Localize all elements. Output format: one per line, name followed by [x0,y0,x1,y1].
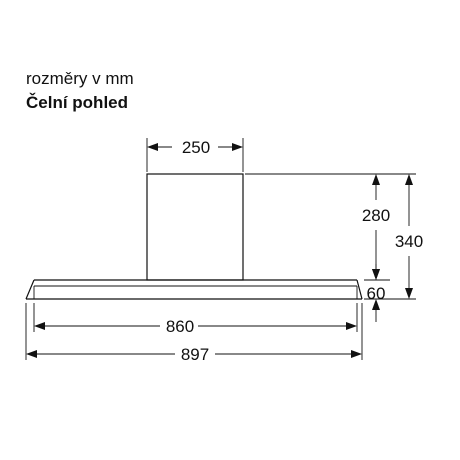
total-height-label: 340 [395,232,423,251]
view-title: Čelní pohled [26,93,128,112]
total-width-label: 897 [181,345,209,364]
hood-body [25,279,363,300]
chimney-width-label: 250 [182,138,210,157]
dim-chimney-width: 250 [147,138,243,157]
units-label: rozměry v mm [26,69,134,88]
chimney-outline [146,173,244,281]
dim-total-width: 897 [26,345,362,364]
dim-total-height: 340 [395,174,423,299]
dim-chimney-height: 280 [362,174,390,280]
hood-width-label: 860 [166,317,194,336]
dim-hood-width: 860 [34,317,357,336]
chimney-height-label: 280 [362,206,390,225]
hood-height-label: 60 [367,284,386,303]
dim-hood-height: 60 [367,264,386,322]
extension-lines [25,138,416,360]
